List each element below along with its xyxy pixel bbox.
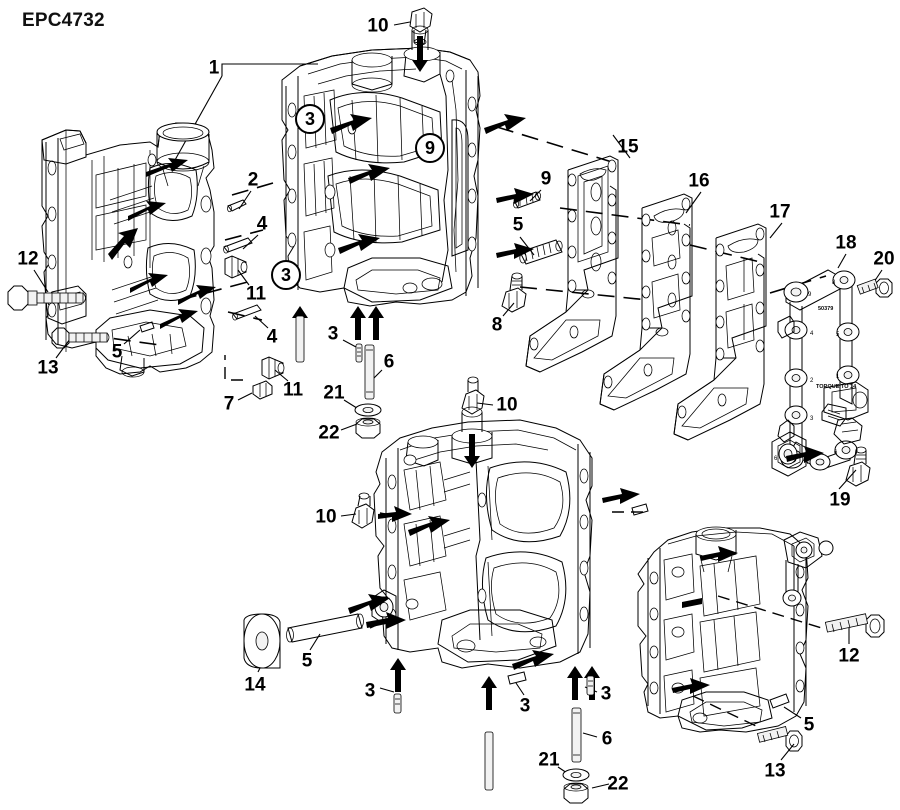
svg-text:6: 6 (834, 450, 838, 456)
callout-4-lower: 4 (266, 326, 278, 348)
part-4-pin-upper (223, 237, 253, 254)
part-3-dowel-lower-left (393, 693, 402, 714)
part-10-elbow-top (409, 7, 433, 46)
part-13-bolt-short (51, 327, 110, 349)
callout-3-center: 3 (327, 323, 339, 345)
part-10-elbow-left (351, 492, 412, 529)
part-11-fitting-lower (261, 356, 285, 380)
callout-9-right: 9 (540, 168, 552, 190)
callout-3-circled-upper: 3 (295, 104, 325, 134)
callout-12-upper: 12 (17, 248, 39, 270)
callout-6: 6 (383, 351, 395, 373)
upper-left-crankcase-half (41, 122, 216, 378)
part-6-stud (364, 344, 375, 400)
callout-13-left: 13 (37, 357, 59, 379)
svg-text:1: 1 (836, 374, 840, 380)
upper-center-cylinder-block (281, 25, 534, 340)
callout-21-bottom: 21 (538, 749, 560, 771)
gasket-plate-17 (673, 223, 767, 441)
callout-19: 19 (829, 489, 851, 511)
part-14-bushing (243, 613, 281, 669)
callout-1: 1 (208, 57, 220, 79)
svg-text:2: 2 (810, 378, 814, 384)
part-10-elbow-mid (461, 376, 485, 415)
linkage-assembly-18: 9 4 2 3 7 8 5 1 6 6 50379 TORQUE TO 14 (771, 269, 869, 477)
part-22-nut-lower (563, 782, 589, 804)
callout-10-left: 10 (315, 506, 337, 528)
callout-3-circled-lower: 3 (271, 260, 301, 290)
part-4-stud-vert (295, 315, 305, 363)
svg-text:8: 8 (832, 280, 836, 286)
part-20-bolt (856, 278, 893, 298)
part-5-dowel-bottom-left (286, 612, 406, 643)
part-stud-center-lower (484, 731, 494, 791)
part-6-stud-lower (571, 707, 582, 763)
callout-21: 21 (323, 382, 345, 404)
part-11-fitting-upper (224, 255, 248, 279)
callout-22-bottom: 22 (607, 773, 629, 795)
page-title: EPC4732 (22, 10, 105, 31)
svg-text:5: 5 (836, 332, 840, 338)
part-19-elbow (845, 446, 871, 487)
svg-text:3: 3 (810, 416, 814, 422)
callout-20: 20 (873, 248, 895, 270)
callout-2: 2 (247, 169, 259, 191)
svg-text:4: 4 (810, 331, 814, 337)
svg-text:6: 6 (774, 456, 778, 462)
part-4-pin-lower (232, 304, 262, 321)
lower-center-crankcase (348, 406, 640, 710)
leader-lines (33, 21, 883, 789)
callout-11-lower: 11 (282, 379, 304, 401)
part-22-nut (355, 417, 381, 439)
callout-5-left: 5 (111, 341, 123, 363)
part-3-dowel-stray (631, 503, 649, 516)
part-21-washer-lower (562, 768, 590, 782)
callout-10-top: 10 (367, 15, 389, 37)
part-7-plug (252, 380, 273, 400)
svg-text:TORQUE TO 14: TORQUE TO 14 (816, 384, 857, 390)
callout-7: 7 (223, 393, 235, 415)
part-5-dowel-lower-right (769, 693, 790, 709)
callout-15: 15 (617, 136, 639, 158)
callout-16: 16 (688, 170, 710, 192)
callout-17: 17 (769, 201, 791, 223)
part-2-dowel-pin (227, 199, 247, 213)
lower-right-block (637, 526, 834, 733)
part-3-dowel-lower-right (586, 675, 595, 696)
callout-5-lower-right: 5 (803, 714, 815, 736)
callout-3-bottom-right: 3 (600, 683, 612, 705)
callout-3-bottom-left: 3 (364, 680, 376, 702)
callout-6-bottom: 6 (601, 728, 613, 750)
gasket-plate-16 (599, 193, 693, 411)
part-12-bolt-long (7, 285, 86, 311)
svg-text:9: 9 (808, 292, 812, 298)
part-12-bolt-lower-right (824, 613, 885, 638)
callout-5-bottom-left: 5 (301, 650, 313, 672)
part-9-dowel (513, 191, 541, 209)
part-3-dowel-c (355, 343, 363, 363)
callout-4-upper: 4 (256, 213, 268, 235)
part-8-elbow (501, 272, 527, 313)
callout-13-lower-right: 13 (764, 760, 786, 782)
svg-text:7: 7 (806, 460, 810, 466)
part-21-washer (354, 403, 382, 417)
callout-14: 14 (244, 674, 266, 696)
callout-12-lower-right: 12 (838, 645, 860, 667)
part-3-dowel-lower-center (507, 671, 527, 685)
callout-22: 22 (318, 422, 340, 444)
callout-18: 18 (835, 232, 857, 254)
part-5-dowel-left (139, 321, 155, 333)
callout-11-upper: 11 (245, 283, 267, 305)
callout-9-circled: 9 (415, 133, 445, 163)
callout-10-mid: 10 (496, 394, 518, 416)
callout-8: 8 (491, 314, 503, 336)
svg-text:50379: 50379 (818, 306, 833, 312)
callout-3-bottom-center: 3 (519, 695, 531, 717)
part-13-bolt-lower-right (756, 726, 803, 752)
part-5-dowel-right (519, 239, 563, 265)
gasket-plate-15 (525, 155, 619, 373)
callout-5-right: 5 (512, 214, 524, 236)
